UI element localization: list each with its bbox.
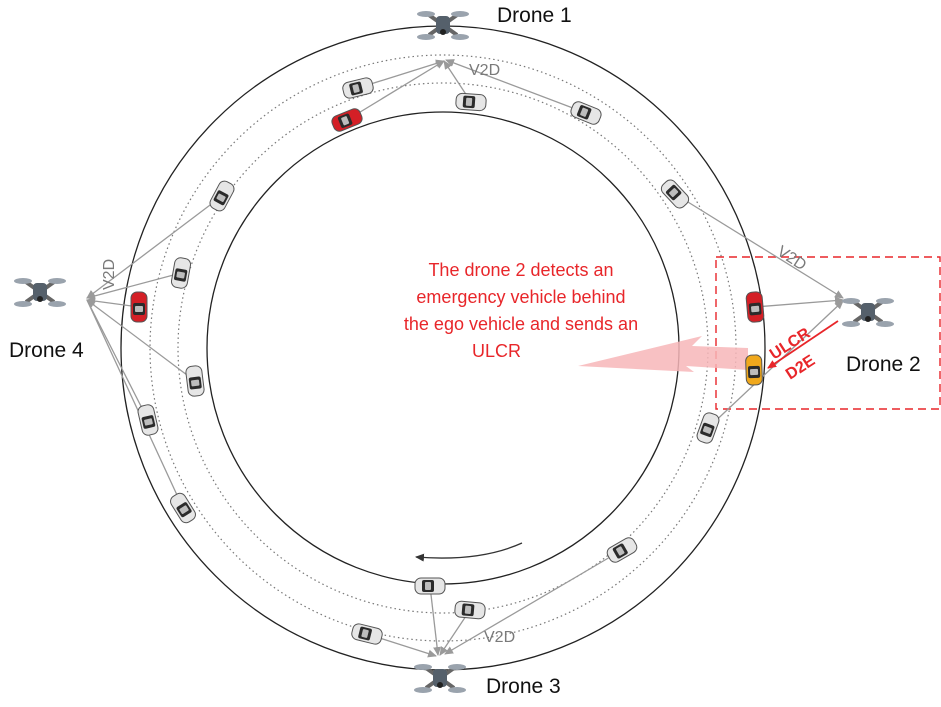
drone3-icon	[412, 662, 468, 695]
v2d-link	[86, 299, 149, 421]
v2d-label-drone4: V2D	[101, 259, 118, 290]
ulcr-signal-bolt	[578, 336, 748, 372]
car-grey	[136, 403, 160, 437]
car-grey	[350, 622, 384, 646]
car-grey	[658, 177, 692, 211]
car-grey	[568, 99, 604, 127]
traffic-direction-arrow	[415, 542, 523, 562]
v2d-link	[346, 60, 445, 121]
car-grey	[170, 256, 192, 290]
v2d-link	[445, 59, 587, 114]
d2e-arrow	[767, 320, 839, 369]
ego-vehicle	[744, 354, 764, 386]
car-grey	[184, 364, 206, 398]
car-grey	[453, 600, 487, 620]
car-grey	[207, 178, 237, 214]
v2d-link	[754, 296, 844, 308]
drone1-icon	[415, 9, 471, 42]
drone1-label: Drone 1	[497, 4, 572, 27]
car-emergency-red	[329, 106, 365, 134]
v2d-link	[674, 193, 844, 299]
drone4-label: Drone 4	[9, 339, 84, 362]
car-grey	[604, 535, 640, 565]
d2e-label: D2E	[783, 352, 819, 383]
ulcr-annotation: The drone 2 detects an emergency vehicle…	[366, 257, 676, 365]
drone4-icon	[12, 276, 68, 309]
v2d-link	[86, 299, 184, 509]
car-grey	[694, 410, 722, 446]
drone3-label: Drone 3	[486, 675, 561, 698]
v2d-label-drone2: V2D	[774, 243, 809, 274]
car-grey	[414, 577, 446, 595]
annotation-line: The drone 2 detects an	[428, 260, 614, 280]
car-grey	[454, 92, 488, 112]
v2d-link	[429, 585, 442, 656]
car-grey	[341, 76, 375, 100]
annotation-line: the ego vehicle and sends an	[403, 314, 639, 334]
v2d-link	[86, 299, 196, 382]
annotation-line: ULCR	[472, 341, 522, 361]
car-grey	[167, 490, 199, 526]
drone2-label: Drone 2	[846, 353, 921, 376]
annotation-line: emergency vehicle behind	[416, 287, 626, 307]
v2d-link	[86, 195, 223, 299]
drone2-detection-zone	[715, 256, 941, 410]
car-emergency-red	[130, 291, 148, 323]
emergency-vehicle	[745, 290, 765, 324]
drone2-icon	[840, 296, 896, 329]
v2d-label-drone3: V2D	[484, 629, 515, 646]
v2d-link	[444, 549, 623, 655]
v2d-link	[86, 272, 182, 300]
v2d-label-drone1: V2D	[469, 62, 500, 79]
